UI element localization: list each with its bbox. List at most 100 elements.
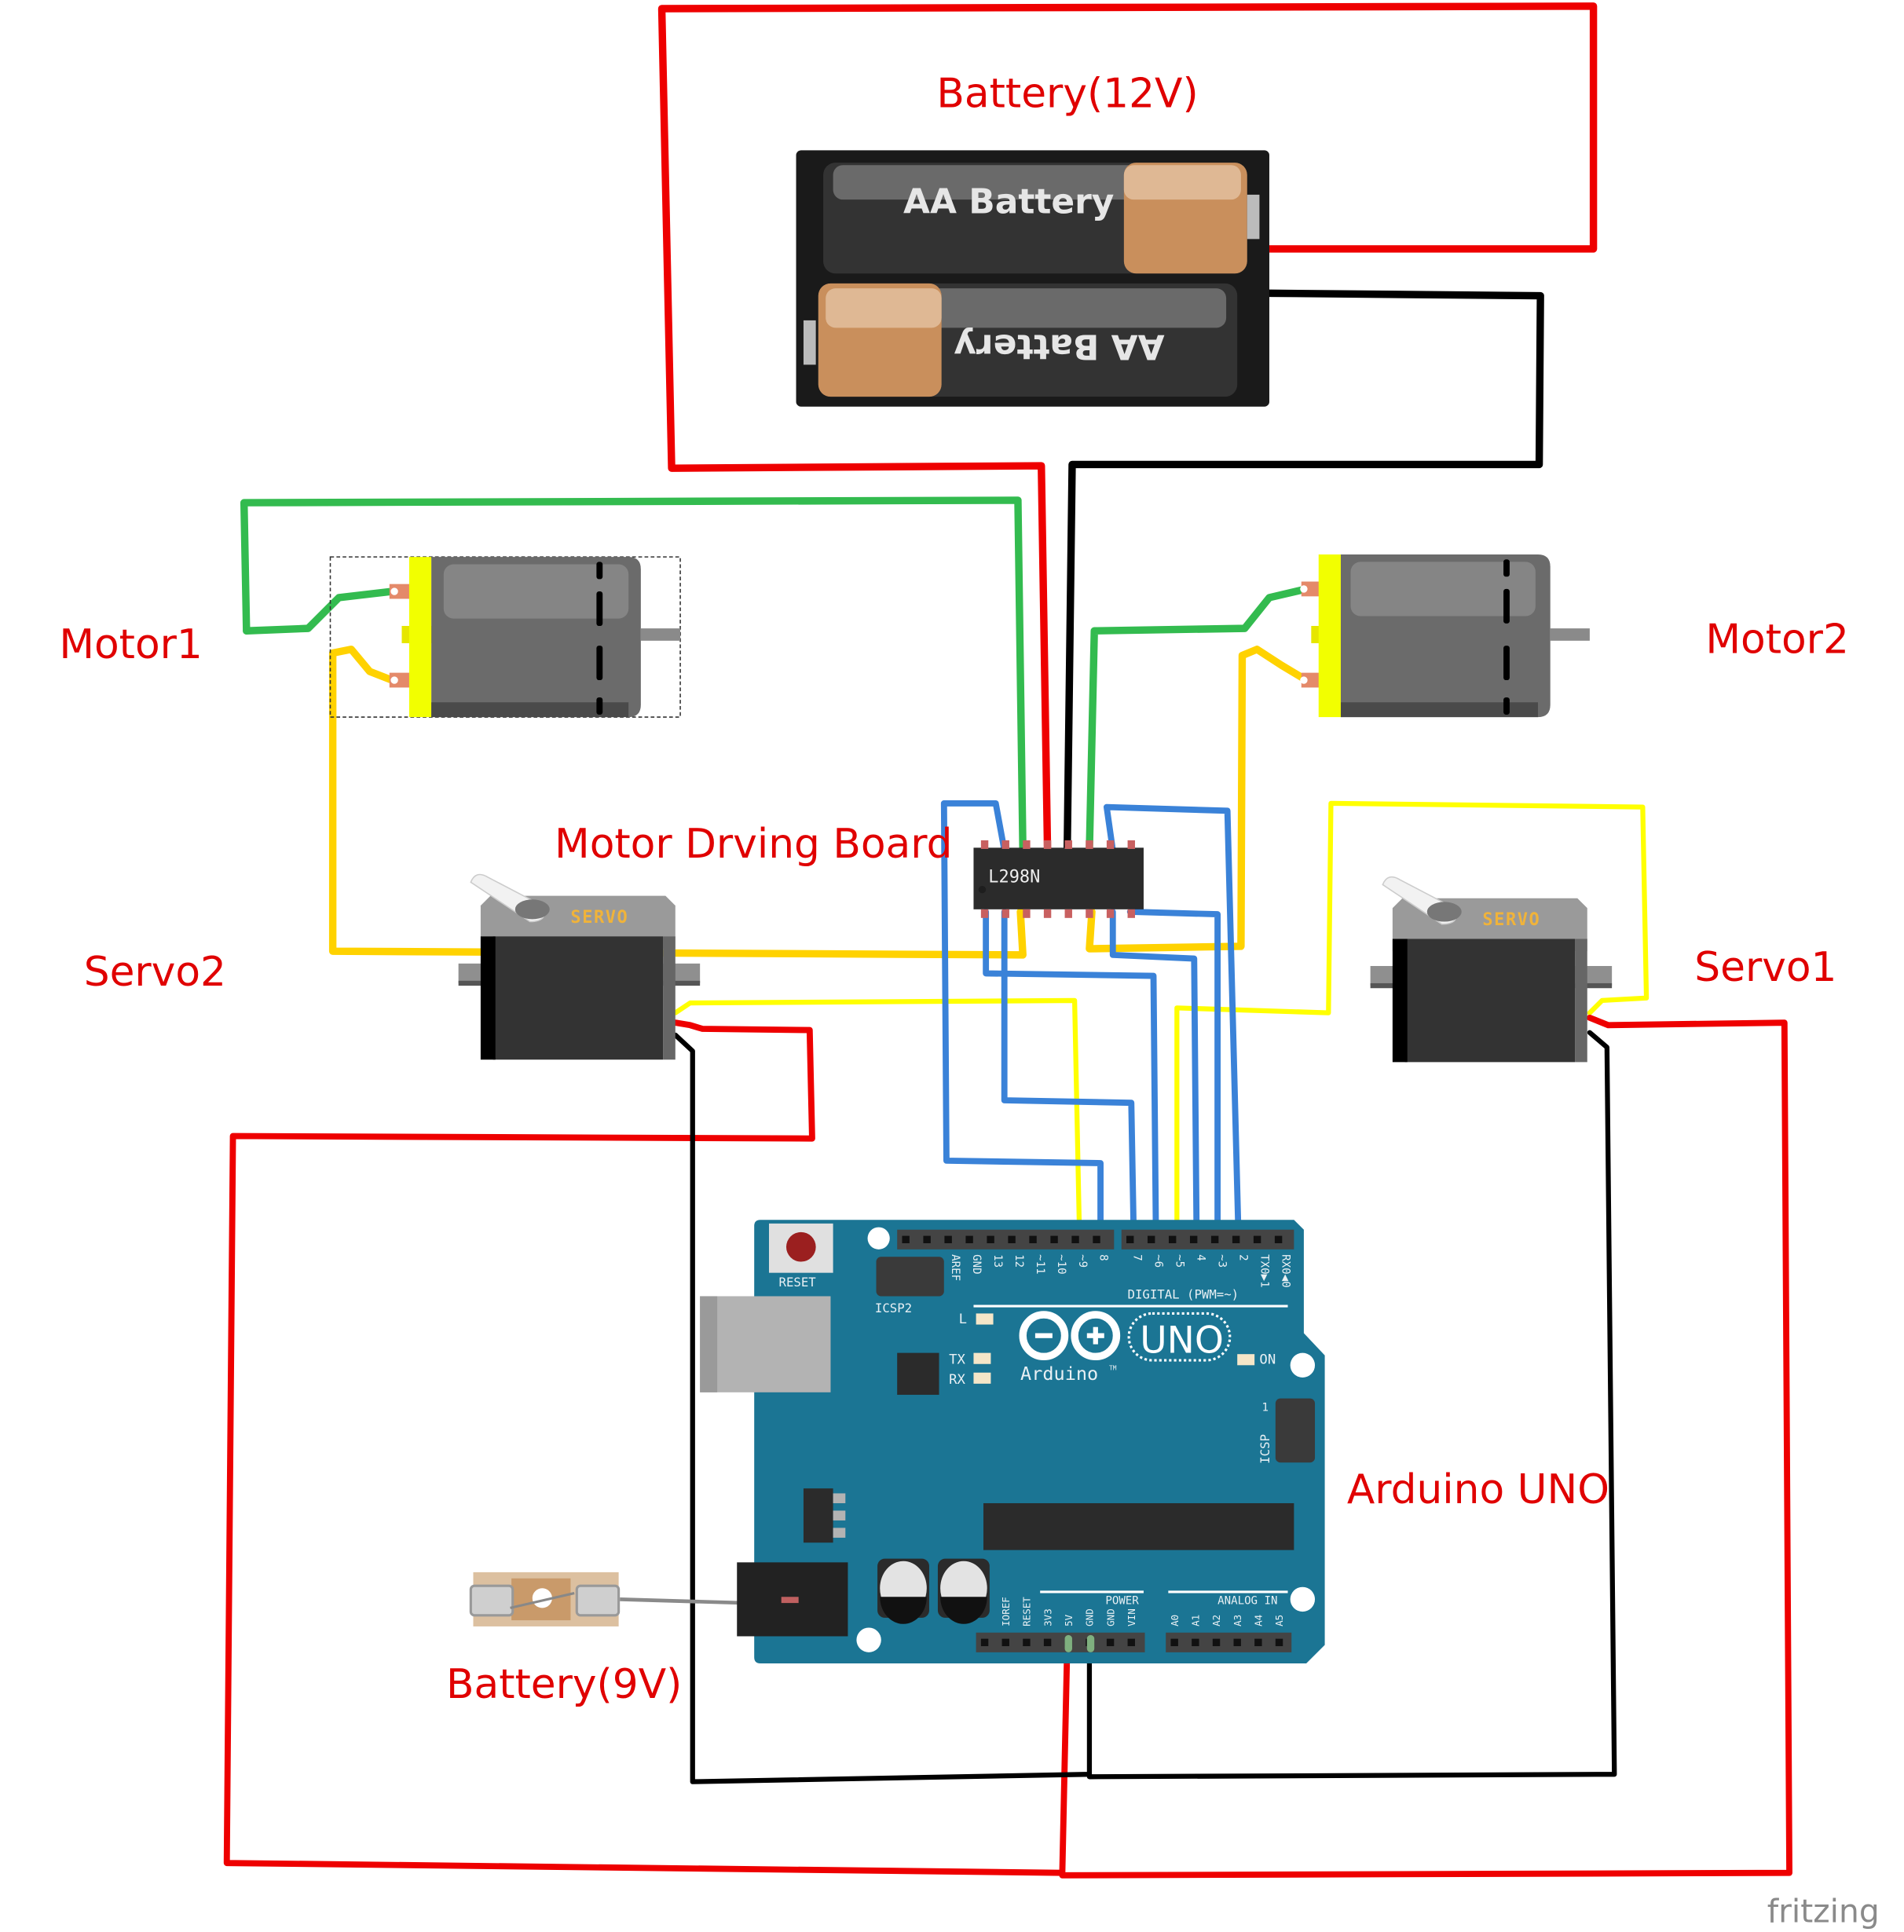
power-pin-label: GND xyxy=(1084,1608,1096,1626)
digital-pin-hole[interactable] xyxy=(944,1235,952,1243)
wire-motor1-yellow[interactable] xyxy=(328,646,1027,959)
wire-ctrl-en-b[interactable] xyxy=(1103,803,1242,1242)
led-l-label: L xyxy=(959,1312,967,1327)
wire-ctrl-en-a[interactable] xyxy=(983,909,1159,1242)
dc-motor-2[interactable] xyxy=(1300,554,1590,718)
icsp-label: ICSP xyxy=(1258,1434,1272,1464)
digital-pin-hole[interactable] xyxy=(1232,1235,1240,1243)
chip-pin-top[interactable] xyxy=(1064,840,1072,849)
bottom-pin-hole[interactable] xyxy=(1106,1638,1115,1647)
digital-pin-hole[interactable] xyxy=(965,1235,973,1243)
bottom-pin-hole[interactable] xyxy=(1127,1638,1135,1647)
dc-motor-1[interactable] xyxy=(329,556,681,718)
led-tx-label: TX xyxy=(949,1352,965,1368)
chip-pins xyxy=(980,840,1135,918)
digital-pin-hole[interactable] xyxy=(923,1235,931,1243)
wire-servo1-ground[interactable] xyxy=(1086,1030,1617,1780)
wire-servo2-signal[interactable] xyxy=(672,997,1082,1241)
wire-servo2-power[interactable] xyxy=(223,1019,1071,1876)
wire-ctrl-in4[interactable] xyxy=(1126,909,1221,1242)
wire-servo1-power[interactable] xyxy=(1059,1014,1792,1879)
chip-pin-top[interactable] xyxy=(1127,840,1135,849)
battery-pack-12v[interactable]: AA Battery AA Battery xyxy=(796,150,1269,407)
wire-ctrl-in1[interactable] xyxy=(940,800,1104,1242)
digital-pin-label: ~6 xyxy=(1152,1254,1164,1268)
wire-motor1-green[interactable] xyxy=(240,496,1027,854)
reset-button[interactable] xyxy=(769,1223,833,1273)
servo-2[interactable]: SERVO xyxy=(458,873,701,1060)
digital-pin-hole[interactable] xyxy=(987,1235,994,1243)
servo-2-brand: SERVO xyxy=(570,908,628,928)
bottom-pin-hole[interactable] xyxy=(1023,1638,1031,1647)
analog-pin-label: A4 xyxy=(1253,1615,1265,1626)
chip-part-label: L298N xyxy=(988,867,1040,887)
chip-pin-bottom[interactable] xyxy=(980,909,989,918)
bottom-pin-hole[interactable] xyxy=(980,1638,989,1647)
chip-pin-bottom[interactable] xyxy=(1001,909,1009,918)
digital-pin-hole[interactable] xyxy=(1168,1235,1177,1243)
digital-header-right xyxy=(1121,1229,1294,1250)
digital-pin-hole[interactable] xyxy=(1189,1235,1198,1243)
digital-pin-hole[interactable] xyxy=(1274,1235,1283,1243)
bottom-pin-hole[interactable] xyxy=(1233,1638,1241,1647)
bottom-pin-hole[interactable] xyxy=(1043,1638,1052,1647)
digital-pin-hole[interactable] xyxy=(1253,1235,1261,1243)
chip-pin-top[interactable] xyxy=(1043,840,1052,849)
l298n-driver-chip[interactable]: L298N xyxy=(973,840,1144,918)
bottom-pin-hole[interactable] xyxy=(1192,1638,1199,1647)
chip-pin-top[interactable] xyxy=(980,840,989,849)
digital-pin-label: RX0◀0 xyxy=(1279,1254,1291,1287)
bottom-pin-hole[interactable] xyxy=(1275,1638,1283,1647)
analog-header xyxy=(1166,1632,1292,1652)
digital-pin-hole[interactable] xyxy=(1071,1235,1079,1243)
label-motor-driving-board: Motor Drving Board xyxy=(555,821,952,868)
digital-pin-hole[interactable] xyxy=(1147,1235,1155,1243)
chip-pin-top[interactable] xyxy=(1106,840,1115,849)
analog-pin-label: A1 xyxy=(1190,1615,1202,1626)
digital-pin-label: ~9 xyxy=(1076,1254,1089,1268)
label-motor2: Motor2 xyxy=(1705,617,1849,664)
battery-9v[interactable] xyxy=(469,1572,621,1626)
digital-pin-label: TX0▶1 xyxy=(1258,1254,1270,1287)
led-tx xyxy=(973,1352,991,1364)
digital-pin-hole[interactable] xyxy=(902,1235,910,1243)
chip-pin-bottom[interactable] xyxy=(1043,909,1052,918)
digital-pin-hole[interactable] xyxy=(1093,1235,1100,1243)
label-servo2: Servo2 xyxy=(84,949,226,996)
chip-pin-bottom[interactable] xyxy=(1086,909,1093,918)
chip-pin-top[interactable] xyxy=(1001,840,1009,849)
digital-pin-hole[interactable] xyxy=(1029,1235,1037,1243)
chip-pin-bottom[interactable] xyxy=(1106,909,1115,918)
wire-servo2-ground[interactable] xyxy=(672,1032,1093,1784)
servo-1[interactable]: SERVO xyxy=(1370,876,1613,1063)
bottom-pin-hole[interactable] xyxy=(1254,1638,1262,1647)
wire-battery12v-positive[interactable] xyxy=(657,2,1598,854)
chip-pin-top[interactable] xyxy=(1023,840,1031,849)
chip-pin-bottom[interactable] xyxy=(1064,909,1072,918)
chip-pin-top[interactable] xyxy=(1086,840,1093,849)
wire-battery12v-negative[interactable] xyxy=(1063,289,1544,854)
chip-pin-bottom[interactable] xyxy=(1127,909,1135,918)
digital-pin-hole[interactable] xyxy=(1210,1235,1219,1243)
led-on-label: ON xyxy=(1259,1352,1276,1368)
digital-pin-hole[interactable] xyxy=(1126,1235,1134,1243)
power-pin-label: VIN xyxy=(1126,1608,1137,1626)
wire-ctrl-in3[interactable] xyxy=(1109,909,1200,1242)
wire-servo1-signal[interactable] xyxy=(1174,800,1650,1241)
digital-pin-label: ~11 xyxy=(1034,1254,1046,1274)
wire-motor1-green-lead[interactable] xyxy=(243,587,396,635)
wire-ctrl-in2[interactable] xyxy=(1001,909,1137,1242)
wire-motor2-green[interactable] xyxy=(1086,585,1310,854)
chip-pin-bottom[interactable] xyxy=(1023,909,1031,918)
digital-pin-hole[interactable] xyxy=(1008,1235,1016,1243)
uno-model-label: UNO xyxy=(1140,1319,1224,1363)
analog-title: ANALOG IN xyxy=(1217,1595,1277,1608)
digital-pin-hole[interactable] xyxy=(1050,1235,1058,1243)
power-pin-label: 5V xyxy=(1063,1614,1075,1626)
bottom-pin-hole[interactable] xyxy=(1001,1638,1009,1647)
bottom-pin-hole[interactable] xyxy=(1212,1638,1221,1647)
wire-motor2-yellow[interactable] xyxy=(1086,646,1310,953)
bottom-pin-hole[interactable] xyxy=(1170,1638,1178,1647)
digital-pin-label: ~5 xyxy=(1173,1254,1185,1268)
